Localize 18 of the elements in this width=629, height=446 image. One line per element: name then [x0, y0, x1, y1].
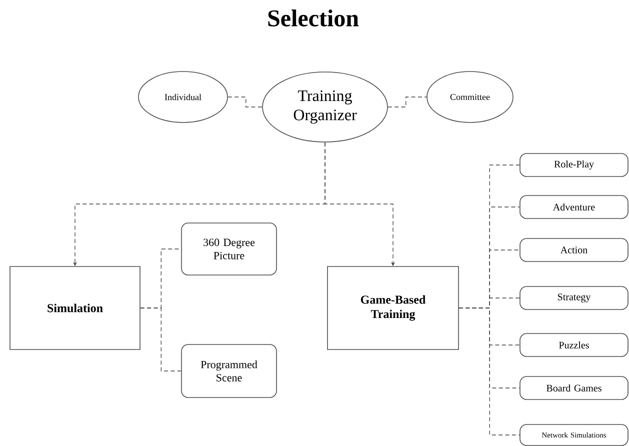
- connector-line: [140, 308, 182, 372]
- option-box: Puzzles: [520, 333, 628, 357]
- option-box: Role-Play: [520, 153, 628, 177]
- category-box: Game-Based Training: [327, 266, 459, 350]
- option-box: Board Games: [520, 376, 628, 400]
- option-box: 360 Degree Picture: [181, 222, 277, 276]
- ellipse-node: Committee: [426, 71, 514, 123]
- ellipse-node: Individual: [138, 71, 228, 123]
- option-box: Strategy: [520, 286, 628, 310]
- option-box: Action: [520, 238, 628, 262]
- title: Selection: [268, 10, 359, 26]
- connector-line: [458, 308, 520, 436]
- ellipse-node: Training Organizer: [262, 72, 388, 142]
- category-box: Simulation: [10, 266, 140, 350]
- connector-line: [228, 96, 262, 108]
- option-box: Programmed Scene: [181, 344, 277, 398]
- option-box: Adventure: [520, 195, 628, 219]
- connector-line: [388, 96, 427, 108]
